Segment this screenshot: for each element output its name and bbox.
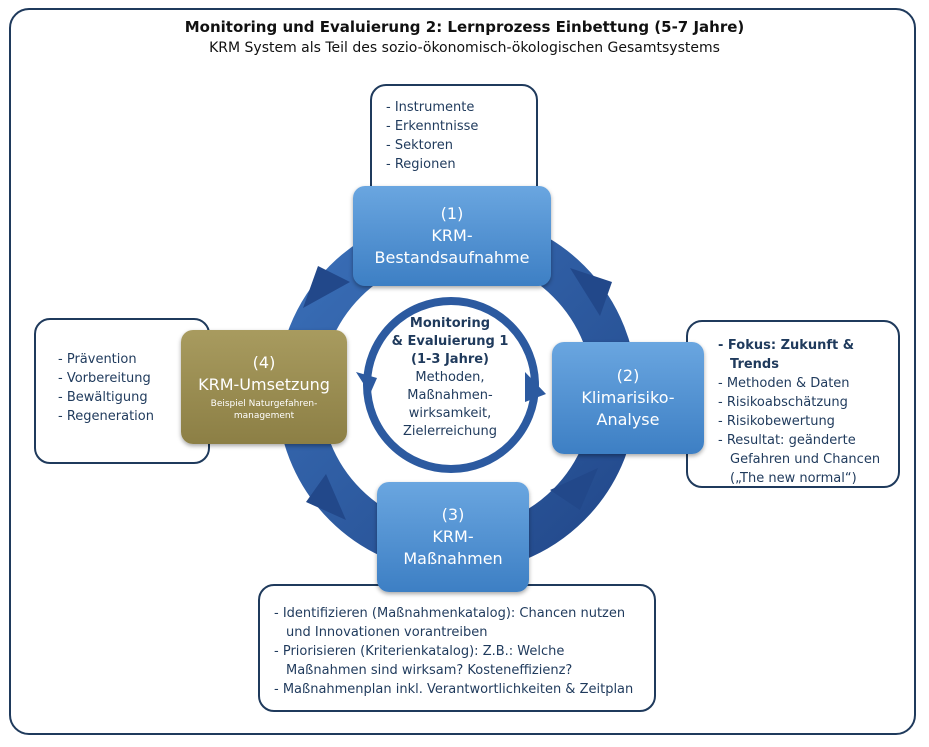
- note-bottom: Identifizieren (Maßnahmenkatalog): Chanc…: [258, 584, 656, 712]
- note-left-item: Vorbereitung: [58, 369, 194, 388]
- center-line: Methoden,: [415, 370, 485, 385]
- step-label: Klimarisiko-: [581, 388, 675, 407]
- note-right-item: Risikoabschätzung: [718, 393, 886, 412]
- step-label: Analyse: [596, 410, 660, 429]
- step-3-massnahmen: (3) KRM- Maßnahmen: [377, 482, 529, 592]
- note-left: Prävention Vorbereitung Bewältigung Rege…: [34, 318, 210, 464]
- arrow-bottom-right-icon: [550, 468, 598, 510]
- center-line: & Evaluierung 1: [391, 334, 509, 349]
- step-sublabel: Beispiel Naturgefahren-: [210, 399, 318, 409]
- note-right-item: Methoden & Daten: [718, 374, 886, 393]
- center-line: wirksamkeit,: [408, 406, 492, 421]
- step-number: (2): [616, 366, 640, 385]
- note-right-item: Resultat: geänderte Gefahren und Chancen…: [718, 431, 886, 488]
- step-label: Maßnahmen: [403, 549, 503, 568]
- step-sublabel: management: [233, 411, 295, 421]
- center-line: Zielerreichung: [402, 424, 498, 439]
- step-2-klimarisiko-analyse: (2) Klimarisiko- Analyse: [552, 342, 704, 454]
- step-number: (1): [440, 204, 464, 223]
- step-label: KRM-Umsetzung: [198, 375, 330, 394]
- note-right-item: Risikobewertung: [718, 412, 886, 431]
- step-label: KRM-: [431, 226, 473, 245]
- step-1-bestandsaufnahme: (1) KRM- Bestandsaufnahme: [353, 186, 551, 286]
- note-left-item: Bewältigung: [58, 388, 194, 407]
- inner-arrow-left-icon: [356, 372, 377, 394]
- note-top-item: Erkenntnisse: [386, 117, 522, 136]
- center-line: Monitoring: [409, 316, 491, 331]
- note-bottom-item: Identifizieren (Maßnahmenkatalog): Chanc…: [274, 604, 642, 642]
- center-monitoring: Monitoring & Evaluierung 1 (1-3 Jahre) M…: [380, 315, 520, 441]
- note-left-item: Regeneration: [58, 407, 194, 426]
- step-label: Bestandsaufnahme: [374, 248, 530, 267]
- note-right: Fokus: Zukunft & Trends Methoden & Daten…: [686, 320, 900, 488]
- center-line: (1-3 Jahre): [411, 352, 489, 367]
- note-left-item: Prävention: [58, 350, 194, 369]
- arrow-bottom-left-icon: [306, 474, 346, 520]
- center-line: Maßnahmen-: [407, 388, 493, 403]
- step-number: (4): [252, 353, 276, 372]
- diagram-title: Monitoring und Evaluierung 2: Lernprozes…: [184, 18, 745, 36]
- note-top-item: Instrumente: [386, 98, 522, 117]
- note-bottom-item: Priorisieren (Kriterienkatalog): Z.B.: W…: [274, 642, 642, 680]
- note-right-item: Fokus: Zukunft & Trends: [718, 336, 886, 374]
- note-top-item: Sektoren: [386, 136, 522, 155]
- step-4-umsetzung: (4) KRM-Umsetzung Beispiel Naturgefahren…: [181, 330, 347, 444]
- step-label: KRM-: [432, 527, 474, 546]
- inner-arrow-right-icon: [525, 372, 546, 402]
- arrow-top-right-icon: [570, 268, 612, 316]
- note-top-item: Regionen: [386, 155, 522, 174]
- arrow-top-left-icon: [303, 266, 350, 308]
- step-number: (3): [441, 505, 465, 524]
- note-bottom-item: Maßnahmenplan inkl. Verantwortlichkeiten…: [274, 680, 642, 699]
- diagram-subtitle: KRM System als Teil des sozio-ökonomisch…: [209, 40, 720, 56]
